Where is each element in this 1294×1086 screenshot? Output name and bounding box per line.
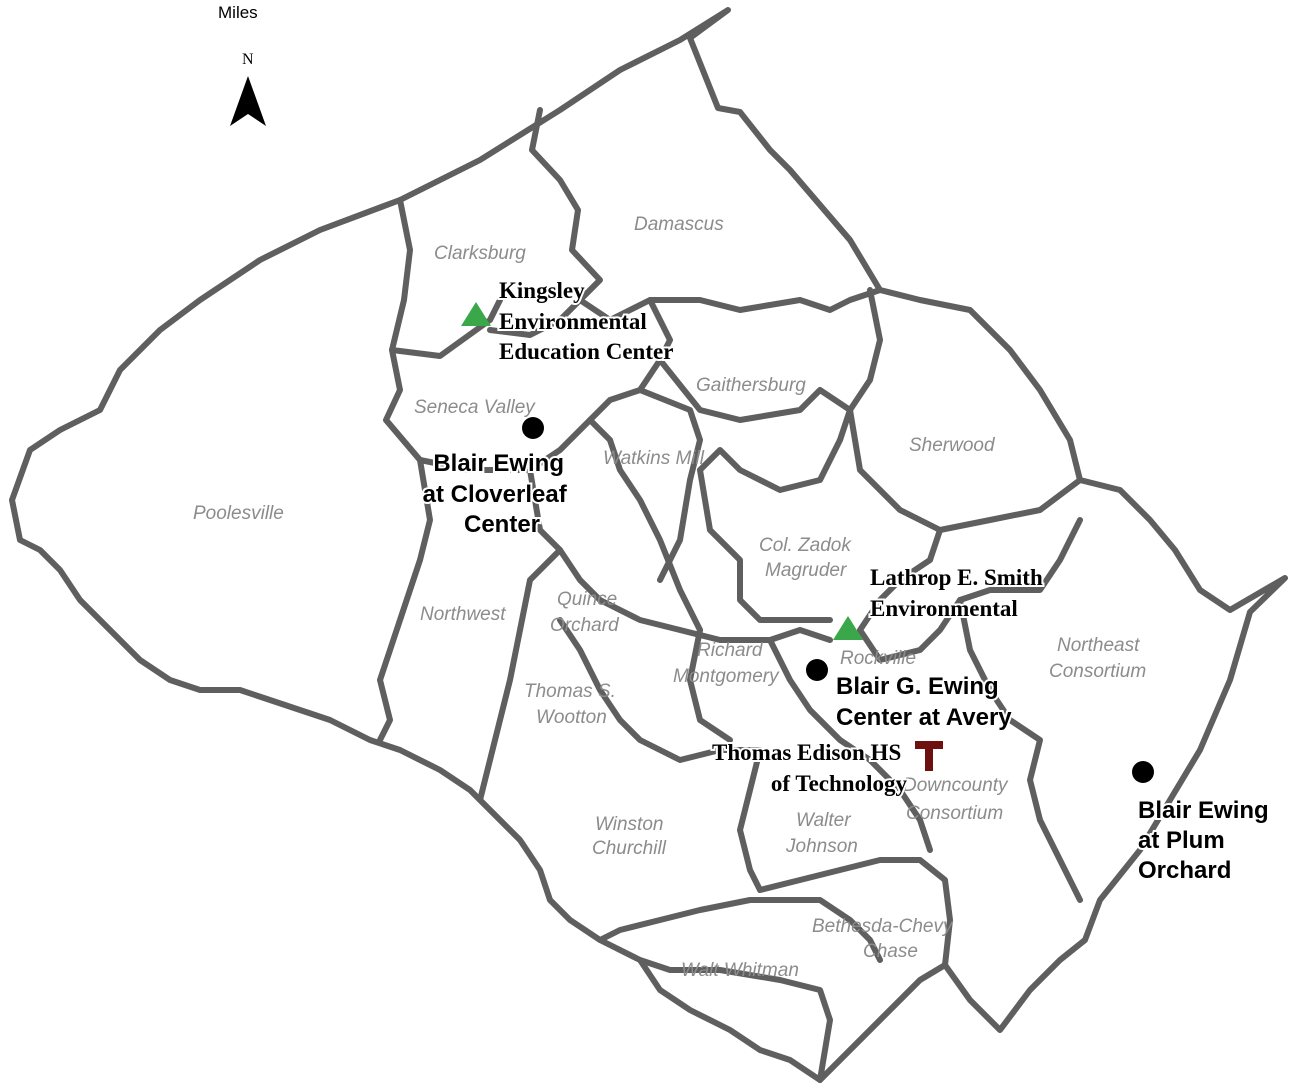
- scale-unit-label: Miles: [218, 3, 258, 22]
- cluster-label: Johnson: [785, 836, 858, 857]
- ewing-center-icon: [522, 417, 544, 439]
- environmental-center-icon: [461, 302, 491, 326]
- cluster-label: Bethesda-Chevy: [812, 916, 954, 937]
- cluster-label: Clarksburg: [434, 243, 526, 264]
- avery-label: Blair G. Ewing Center at Avery: [836, 673, 1012, 731]
- cluster-label: Walter: [796, 810, 851, 831]
- ewing-center-icon: [1132, 761, 1154, 783]
- cluster-label: Northwest: [420, 604, 506, 625]
- cluster-label: Consortium: [1049, 661, 1146, 682]
- cluster-label: Consortium: [906, 803, 1003, 824]
- cluster-label: Damascus: [634, 214, 724, 235]
- cluster-label: Watkins Mill: [603, 448, 705, 469]
- cluster-label: Poolesville: [193, 503, 284, 524]
- north-arrow-icon: N: [230, 51, 266, 126]
- cluster-label: Northeast: [1057, 635, 1140, 656]
- cluster-label: Col. Zadok: [759, 535, 852, 556]
- ewing-center-icon: [806, 659, 828, 681]
- kingsley-label: Kingsley Environmental Education Center: [499, 278, 673, 364]
- cluster-label: Downcounty: [903, 775, 1009, 796]
- lathrop-label: Lathrop E. Smith Environmental: [870, 565, 1049, 621]
- cluster-label: Seneca Valley: [414, 397, 536, 418]
- cluster-label: Quince: [557, 589, 617, 610]
- cluster-label: Walt Whitman: [681, 960, 799, 981]
- technology-high-school-icon: [915, 741, 943, 771]
- cluster-label: Orchard: [550, 615, 620, 636]
- cluster-label: Richard: [697, 640, 764, 661]
- cluster-label: Chase: [863, 941, 918, 962]
- edison-label: Thomas Edison HS of Technology: [712, 740, 907, 796]
- north-arrow-label: N: [242, 51, 254, 68]
- site-labels: Kingsley Environmental Education Center …: [421, 276, 1275, 886]
- environmental-center-icon: [833, 616, 863, 640]
- cluster-label: Gaithersburg: [696, 375, 806, 396]
- cluster-label: Thomas S.: [524, 681, 616, 702]
- cluster-labels: Damascus Clarksburg Gaithersburg Seneca …: [193, 214, 1146, 981]
- cluster-label: Winston: [595, 814, 663, 835]
- cloverleaf-label: Blair Ewing at Cloverleaf Center: [423, 450, 574, 538]
- cluster-label: Magruder: [765, 560, 847, 581]
- cluster-label: Montgomery: [673, 666, 780, 687]
- cluster-label: Wootton: [536, 707, 607, 728]
- site-markers: [461, 302, 1154, 783]
- cluster-label: Churchill: [592, 838, 667, 859]
- cluster-label: Sherwood: [909, 435, 996, 456]
- county-outline: [9, 7, 1288, 1083]
- cluster-label: Rockville: [840, 648, 916, 669]
- plum-orchard-label: Blair Ewing at Plum Orchard: [1138, 797, 1275, 884]
- cluster-boundaries: [377, 107, 1083, 1083]
